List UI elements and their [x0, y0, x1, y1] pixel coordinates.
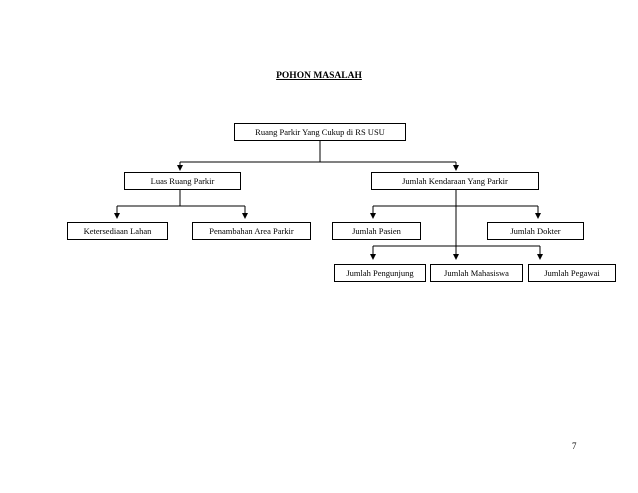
node-penambahan-area-parkir: Penambahan Area Parkir — [192, 222, 311, 240]
node-jumlah-pengunjung: Jumlah Pengunjung — [334, 264, 426, 282]
node-ketersediaan-lahan: Ketersediaan Lahan — [67, 222, 168, 240]
diagram-title: POHON MASALAH — [276, 71, 362, 81]
node-jumlah-pegawai: Jumlah Pegawai — [528, 264, 616, 282]
node-root: Ruang Parkir Yang Cukup di RS USU — [234, 123, 406, 141]
node-jumlah-mahasiswa: Jumlah Mahasiswa — [430, 264, 523, 282]
node-jumlah-pasien: Jumlah Pasien — [332, 222, 421, 240]
node-jumlah-dokter: Jumlah Dokter — [487, 222, 584, 240]
node-jumlah-kendaraan: Jumlah Kendaraan Yang Parkir — [371, 172, 539, 190]
page-number: 7 — [572, 441, 577, 451]
node-luas-ruang-parkir: Luas Ruang Parkir — [124, 172, 241, 190]
